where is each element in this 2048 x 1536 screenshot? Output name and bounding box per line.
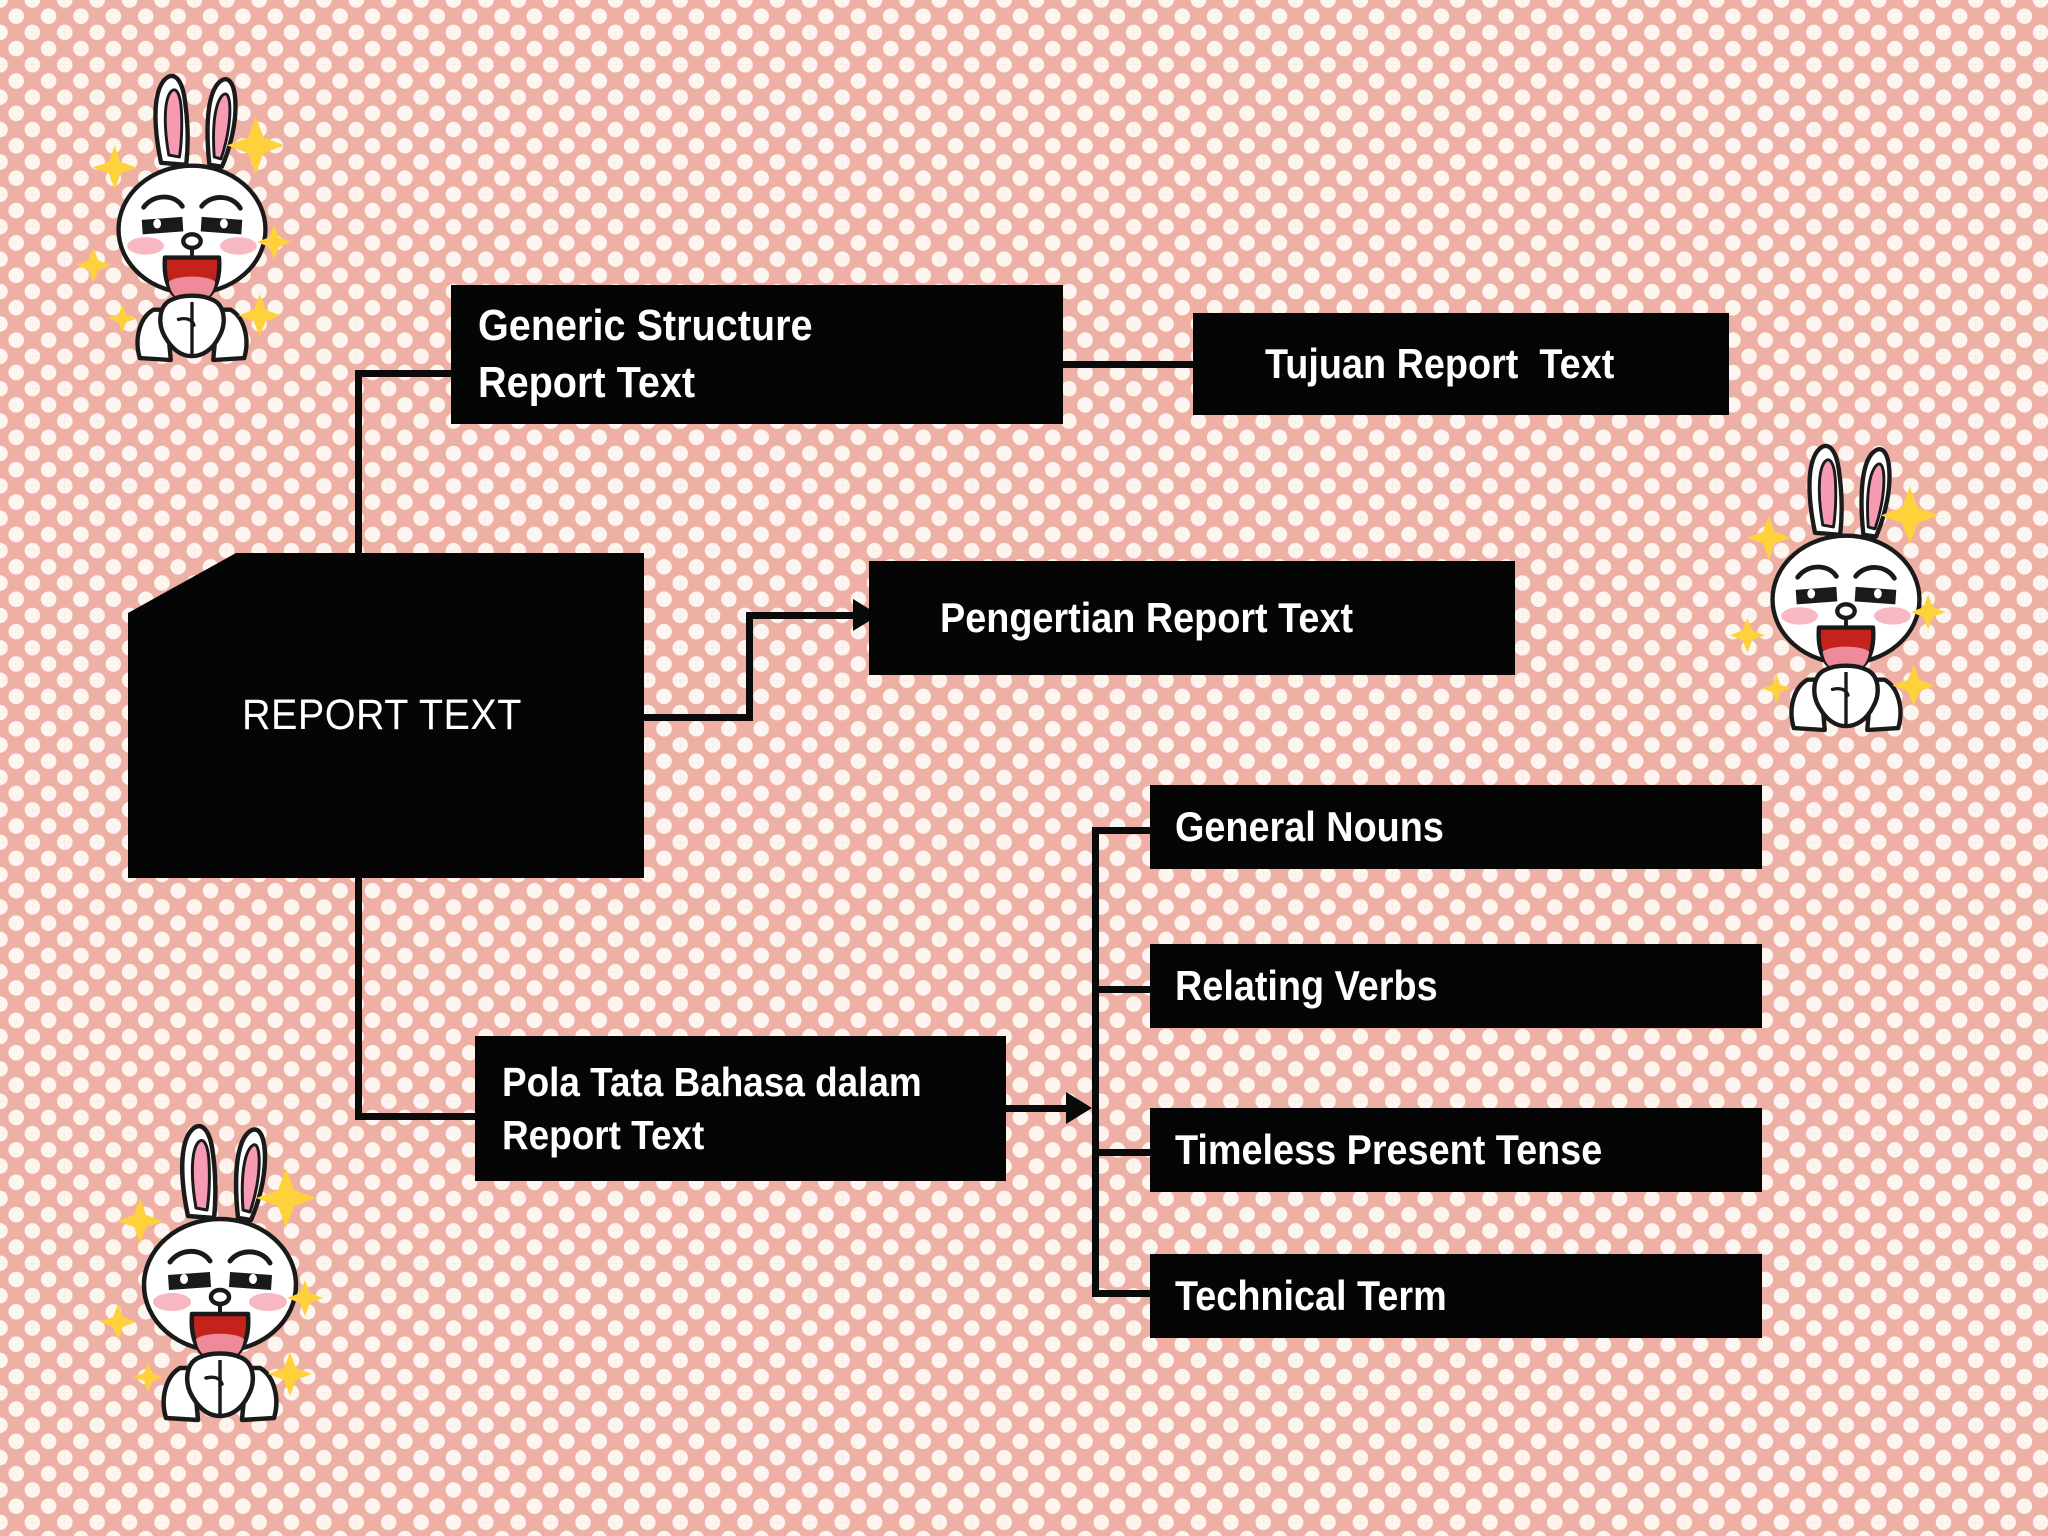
node-relating-verbs-label: Relating Verbs <box>1175 962 1438 1010</box>
node-tujuan-report-text[interactable]: Tujuan Report Text <box>1193 313 1729 415</box>
connector-spine-to-general-nouns <box>1092 827 1154 834</box>
node-pola-tata-bahasa[interactable]: Pola Tata Bahasa dalam Report Text <box>475 1036 1006 1181</box>
connector-root-to-pola-vertical <box>355 872 362 1120</box>
node-relating-verbs[interactable]: Relating Verbs <box>1150 944 1762 1028</box>
connector-spine-to-relating-verbs <box>1092 986 1154 993</box>
connector-pola-to-spine <box>1006 1105 1086 1112</box>
node-general-nouns-label: General Nouns <box>1175 803 1444 851</box>
connector-grammar-spine <box>1092 827 1099 1297</box>
node-timeless-present-tense[interactable]: Timeless Present Tense <box>1150 1108 1762 1192</box>
node-generic-structure[interactable]: Generic Structure Report Text <box>451 285 1063 424</box>
connector-root-to-pengertian-upper <box>746 612 866 619</box>
node-report-text-root[interactable]: REPORT TEXT <box>128 553 644 878</box>
cony-rabbit-sticker <box>76 70 302 363</box>
node-tujuan-report-text-label: Tujuan Report Text <box>1265 340 1615 388</box>
connector-root-to-pengertian-vertical <box>746 612 753 720</box>
node-generic-structure-label: Generic Structure Report Text <box>478 301 813 407</box>
connector-root-to-pengertian-lower <box>640 714 753 721</box>
connector-root-to-generic-vertical <box>355 370 362 560</box>
node-pengertian-report-text-label: Pengertian Report Text <box>940 594 1354 642</box>
connector-spine-to-technical-term <box>1092 1290 1154 1297</box>
node-pola-tata-bahasa-label: Pola Tata Bahasa dalam Report Text <box>502 1059 922 1158</box>
arrowhead-grammar-spine <box>1066 1092 1092 1124</box>
connector-root-to-generic-horizontal <box>355 370 455 377</box>
node-timeless-present-tense-label: Timeless Present Tense <box>1175 1126 1603 1174</box>
connector-spine-to-timeless-tense <box>1092 1149 1154 1156</box>
node-technical-term-label: Technical Term <box>1175 1272 1447 1320</box>
cony-rabbit-sticker <box>100 1120 330 1423</box>
node-pengertian-report-text[interactable]: Pengertian Report Text <box>869 561 1515 675</box>
connector-root-to-pola-horizontal <box>355 1113 482 1120</box>
node-report-text-root-label: REPORT TEXT <box>242 691 522 739</box>
node-technical-term[interactable]: Technical Term <box>1150 1254 1762 1338</box>
cony-rabbit-sticker <box>1730 440 1956 733</box>
connector-generic-to-tujuan <box>1060 361 1198 368</box>
node-general-nouns[interactable]: General Nouns <box>1150 785 1762 869</box>
